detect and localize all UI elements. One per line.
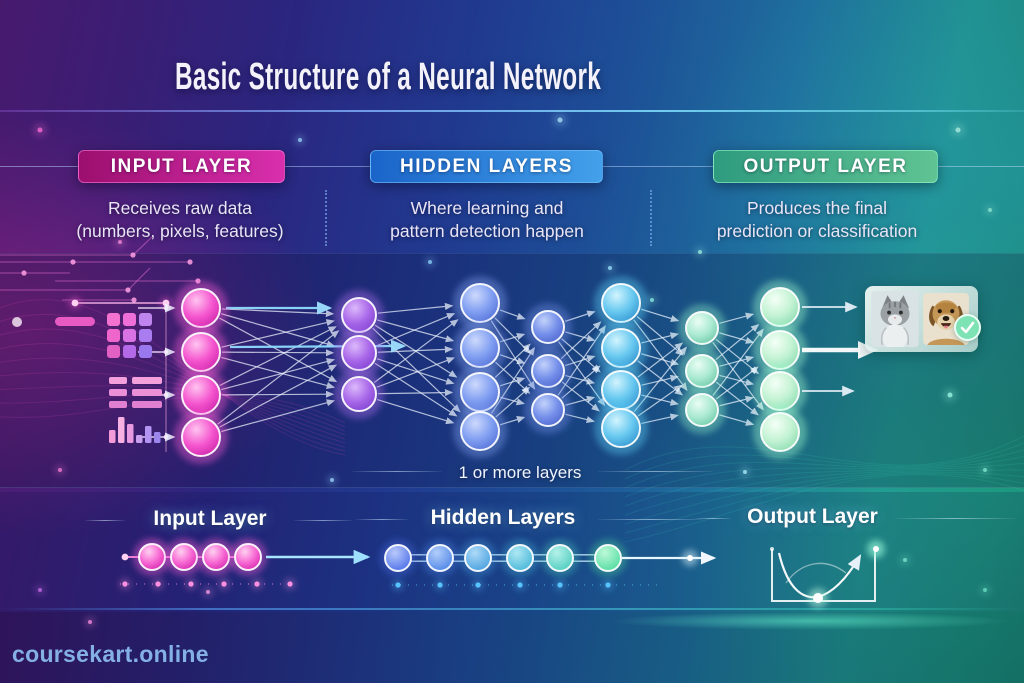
note-flank-line <box>352 471 442 472</box>
bar-chart-icon <box>109 430 116 443</box>
bar-chart-icon <box>145 426 152 443</box>
cat-image <box>871 291 919 347</box>
label-flank-line <box>356 519 408 520</box>
decor-sparkles <box>33 113 996 628</box>
hidden-layer-4-nodes <box>594 276 648 455</box>
network-node <box>760 371 800 411</box>
hidden-chain-node <box>594 544 622 572</box>
hidden-layer-2-nodes <box>453 276 507 458</box>
label-flank-line <box>598 519 703 520</box>
input-layer-description: Receives raw data (numbers, pixels, feat… <box>20 197 340 243</box>
hidden-chain-node <box>506 544 534 572</box>
hidden-layers-badge: HIDDEN LAYERS <box>370 150 603 183</box>
section-divider <box>650 190 652 246</box>
badge-connector-line <box>938 166 1024 167</box>
network-edges <box>138 301 764 442</box>
hidden-layer-1-nodes <box>334 290 384 419</box>
bar-chart-icon <box>154 432 161 443</box>
network-node <box>460 328 500 368</box>
output-layer-nodes <box>753 280 807 459</box>
input-desc-line1: Receives raw data <box>108 198 252 218</box>
network-node <box>685 354 719 388</box>
network-node <box>601 283 641 323</box>
network-node <box>181 417 221 457</box>
badge-connector-line <box>603 166 713 167</box>
network-node <box>601 408 641 448</box>
network-node <box>531 393 565 427</box>
hidden-layer-3-nodes <box>524 303 572 434</box>
bar-chart-icon <box>118 417 125 443</box>
classification-result-card <box>865 286 981 352</box>
network-node <box>460 411 500 451</box>
network-node <box>341 297 377 333</box>
output-desc-line2: prediction or classification <box>716 221 918 242</box>
network-node <box>531 354 565 388</box>
pixel-grid-icon <box>123 345 136 358</box>
hidden-desc-line2: pattern detection happen <box>390 221 584 242</box>
network-node <box>181 288 221 328</box>
network-node <box>181 375 221 415</box>
network-node <box>460 283 500 323</box>
bottom-hidden-layers-label: Hidden Layers <box>430 506 576 529</box>
watermark-text: coursekart.online <box>12 641 209 667</box>
network-node <box>181 332 221 372</box>
label-flank-line <box>895 518 1015 519</box>
pixel-grid-icon <box>123 329 136 342</box>
bar-chart-icon <box>127 424 134 443</box>
input-layer-badge: INPUT LAYER <box>78 150 285 183</box>
hidden-layer-5-nodes <box>678 304 726 434</box>
checkmark-icon <box>954 314 981 341</box>
list-icon <box>109 377 127 384</box>
input-chain-node <box>202 543 230 571</box>
input-data-icons <box>12 313 162 443</box>
bar-chart-icon <box>136 435 143 443</box>
hidden-chain-node <box>384 544 412 572</box>
bottom-input-layer-label: Input Layer <box>153 507 267 530</box>
network-node <box>685 311 719 345</box>
bottom-output-layer-label: Output Layer <box>747 505 878 528</box>
pixel-grid-icon <box>107 345 120 358</box>
network-node <box>760 330 800 370</box>
hidden-chain-node <box>464 544 492 572</box>
network-node <box>760 287 800 327</box>
hidden-chain-node <box>546 544 574 572</box>
list-icon <box>109 401 127 408</box>
badge-connector-line <box>0 166 78 167</box>
pixel-grid-icon <box>139 345 152 358</box>
network-node <box>601 328 641 368</box>
hidden-layers-note: 1 or more layers <box>458 463 582 482</box>
label-flank-line <box>294 520 352 521</box>
hidden-desc-line1: Where learning and <box>410 198 564 218</box>
input-chain-node <box>234 543 262 571</box>
list-icon <box>109 389 127 396</box>
network-node <box>341 335 377 371</box>
pixel-grid-icon <box>123 313 136 326</box>
output-layer-badge: OUTPUT LAYER <box>713 150 938 183</box>
badge-connector-line <box>285 166 370 167</box>
input-chain-node <box>170 543 198 571</box>
output-layer-description: Produces the final prediction or classif… <box>657 197 977 243</box>
section-divider <box>325 190 327 246</box>
note-flank-line <box>598 471 713 472</box>
label-flank-line <box>85 520 125 521</box>
bottom-flow-diagram <box>119 538 717 591</box>
input-desc-line2: (numbers, pixels, features) <box>76 221 284 242</box>
output-desc-line1: Produces the final <box>746 198 888 218</box>
pixel-grid-icon <box>107 329 120 342</box>
input-chain-node <box>138 543 166 571</box>
pixel-grid-icon <box>139 313 152 326</box>
loss-curve-icon <box>770 540 885 608</box>
hidden-layers-description: Where learning and pattern detection hap… <box>327 197 647 243</box>
network-node <box>685 393 719 427</box>
network-node <box>341 376 377 412</box>
input-layer-nodes <box>174 281 228 464</box>
network-node <box>760 412 800 452</box>
pixel-grid-icon <box>107 313 120 326</box>
page-title: Basic Structure of a Neural Network <box>175 56 602 98</box>
pixel-grid-icon <box>139 329 152 342</box>
hidden-chain-node <box>426 544 454 572</box>
network-node <box>531 310 565 344</box>
label-flank-line <box>695 518 731 519</box>
